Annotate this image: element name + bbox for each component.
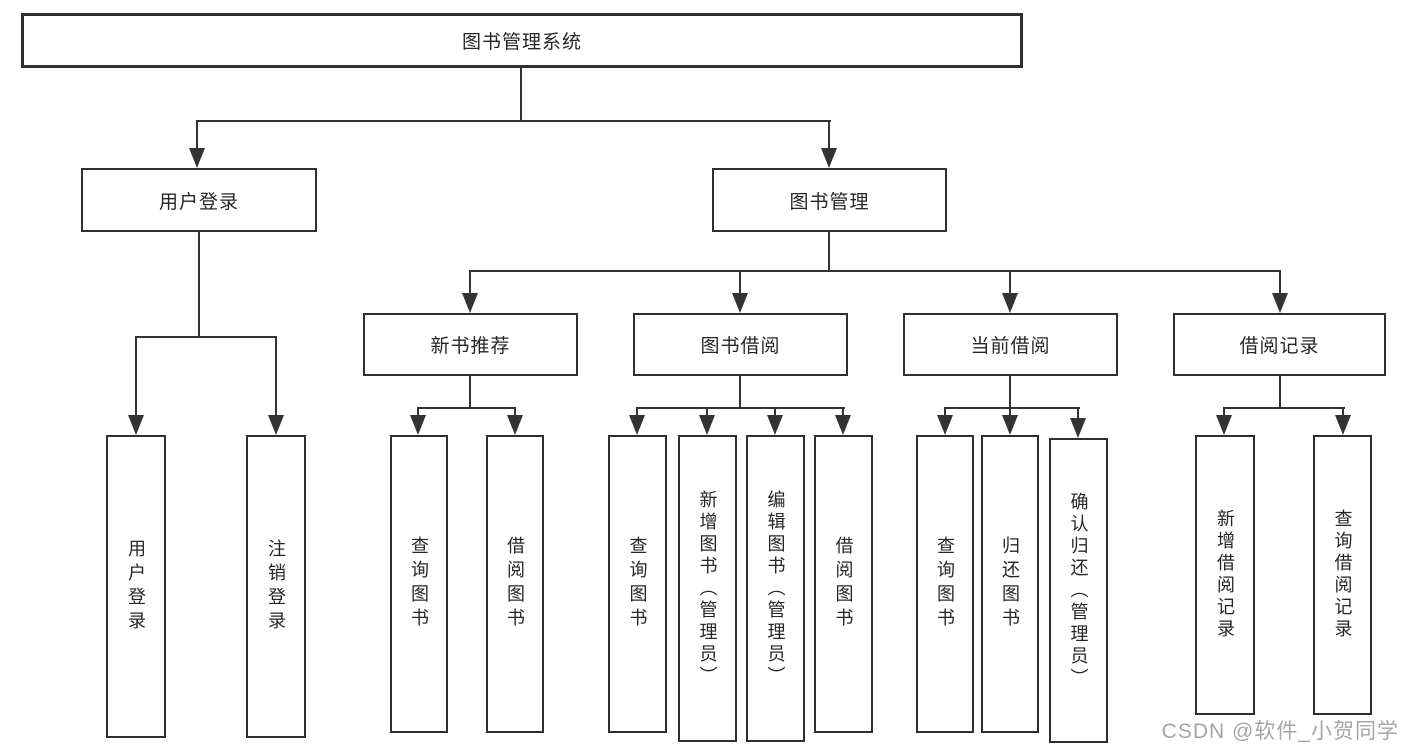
connector-vline — [706, 407, 708, 417]
arrow-down-icon — [1272, 293, 1288, 313]
csdn-watermark: CSDN @软件_小贺同学 — [1161, 720, 1399, 743]
arrow-down-icon — [1335, 415, 1351, 435]
node-current-borrowing: 当前借阅 — [903, 313, 1118, 376]
connector-vline — [198, 232, 200, 338]
leaf-label: 查询图书 — [409, 536, 429, 632]
connector-hline — [1223, 407, 1345, 409]
connector-hline — [944, 407, 1080, 409]
arrow-down-icon — [1002, 415, 1018, 435]
node-new-book-recommend: 新书推荐 — [363, 313, 578, 376]
connector-vline — [739, 376, 741, 409]
connector-vline — [1279, 376, 1281, 409]
connector-vline — [774, 407, 776, 417]
arrow-down-icon — [1070, 418, 1086, 438]
node-leaf-user-login: 用户登录 — [106, 435, 166, 738]
node-root: 图书管理系统 — [21, 13, 1023, 68]
leaf-label: 新增借阅记录 — [1215, 509, 1235, 641]
connector-vline — [1077, 407, 1079, 419]
arrow-down-icon — [629, 415, 645, 435]
node-br-add-record: 新增借阅记录 — [1195, 435, 1255, 715]
connector-vline — [1279, 270, 1281, 295]
node-bb-add-books-admin: 新增图书（管理员） — [678, 435, 737, 742]
node-user-login: 用户登录 — [81, 168, 317, 232]
arrow-down-icon — [410, 415, 426, 435]
node-book-management: 图书管理 — [712, 168, 947, 232]
node-borrow-records: 借阅记录 — [1173, 313, 1386, 376]
connector-vline — [739, 270, 741, 295]
node-bb-borrow-books: 借阅图书 — [814, 435, 873, 733]
leaf-label: 编辑图书（管理员） — [765, 489, 786, 688]
node-bb-query-books: 查询图书 — [608, 435, 667, 733]
connector-vline — [1342, 407, 1344, 417]
connector-hline — [196, 120, 831, 122]
connector-vline — [196, 120, 198, 150]
leaf-label: 用户登录 — [126, 538, 146, 635]
connector-vline — [828, 120, 830, 150]
connector-hline — [417, 407, 516, 409]
connector-hline — [469, 270, 1281, 272]
node-nb-borrow-books: 借阅图书 — [486, 435, 544, 733]
leaf-label: 确认归还（管理员） — [1068, 491, 1089, 690]
arrow-down-icon — [699, 415, 715, 435]
connector-vline — [520, 68, 522, 122]
connector-vline — [1009, 376, 1011, 409]
arrow-down-icon — [937, 415, 953, 435]
connector-vline — [636, 407, 638, 417]
node-cb-query-books: 查询图书 — [916, 435, 974, 733]
leaf-label: 归还图书 — [1000, 536, 1020, 632]
connector-vline — [514, 407, 516, 417]
connector-vline — [828, 232, 830, 272]
arrow-down-icon — [835, 415, 851, 435]
leaf-label: 查询借阅记录 — [1332, 509, 1353, 641]
node-book-borrowing: 图书借阅 — [633, 313, 848, 376]
connector-vline — [944, 407, 946, 417]
connector-hline — [636, 407, 845, 409]
node-br-query-record: 查询借阅记录 — [1313, 435, 1372, 715]
arrow-down-icon — [507, 415, 523, 435]
arrow-down-icon — [1216, 415, 1232, 435]
arrow-down-icon — [732, 293, 748, 313]
leaf-label: 借阅图书 — [505, 536, 525, 632]
leaf-label: 新增图书（管理员） — [697, 489, 718, 688]
connector-vline — [417, 407, 419, 417]
node-cb-return-books: 归还图书 — [981, 435, 1039, 733]
connector-vline — [469, 270, 471, 295]
arrow-down-icon — [462, 293, 478, 313]
node-cb-confirm-return-admin: 确认归还（管理员） — [1049, 438, 1108, 743]
arrow-down-icon — [268, 415, 284, 435]
connector-vline — [1223, 407, 1225, 417]
connector-vline — [469, 376, 471, 409]
leaf-label: 借阅图书 — [833, 536, 854, 632]
node-bb-edit-books-admin: 编辑图书（管理员） — [746, 435, 805, 742]
leaf-label: 查询图书 — [935, 536, 955, 632]
arrow-down-icon — [767, 415, 783, 435]
leaf-label: 注销登录 — [266, 538, 286, 635]
node-nb-query-books: 查询图书 — [390, 435, 448, 733]
connector-hline — [135, 336, 277, 338]
connector-vline — [842, 407, 844, 417]
connector-vline — [1009, 270, 1011, 295]
arrow-down-icon — [189, 148, 205, 168]
arrow-down-icon — [821, 148, 837, 168]
connector-vline — [1009, 407, 1011, 417]
arrow-down-icon — [1002, 293, 1018, 313]
arrow-down-icon — [128, 415, 144, 435]
connector-vline — [135, 336, 137, 418]
node-leaf-logout: 注销登录 — [246, 435, 306, 738]
connector-vline — [275, 336, 277, 418]
leaf-label: 查询图书 — [627, 536, 648, 632]
